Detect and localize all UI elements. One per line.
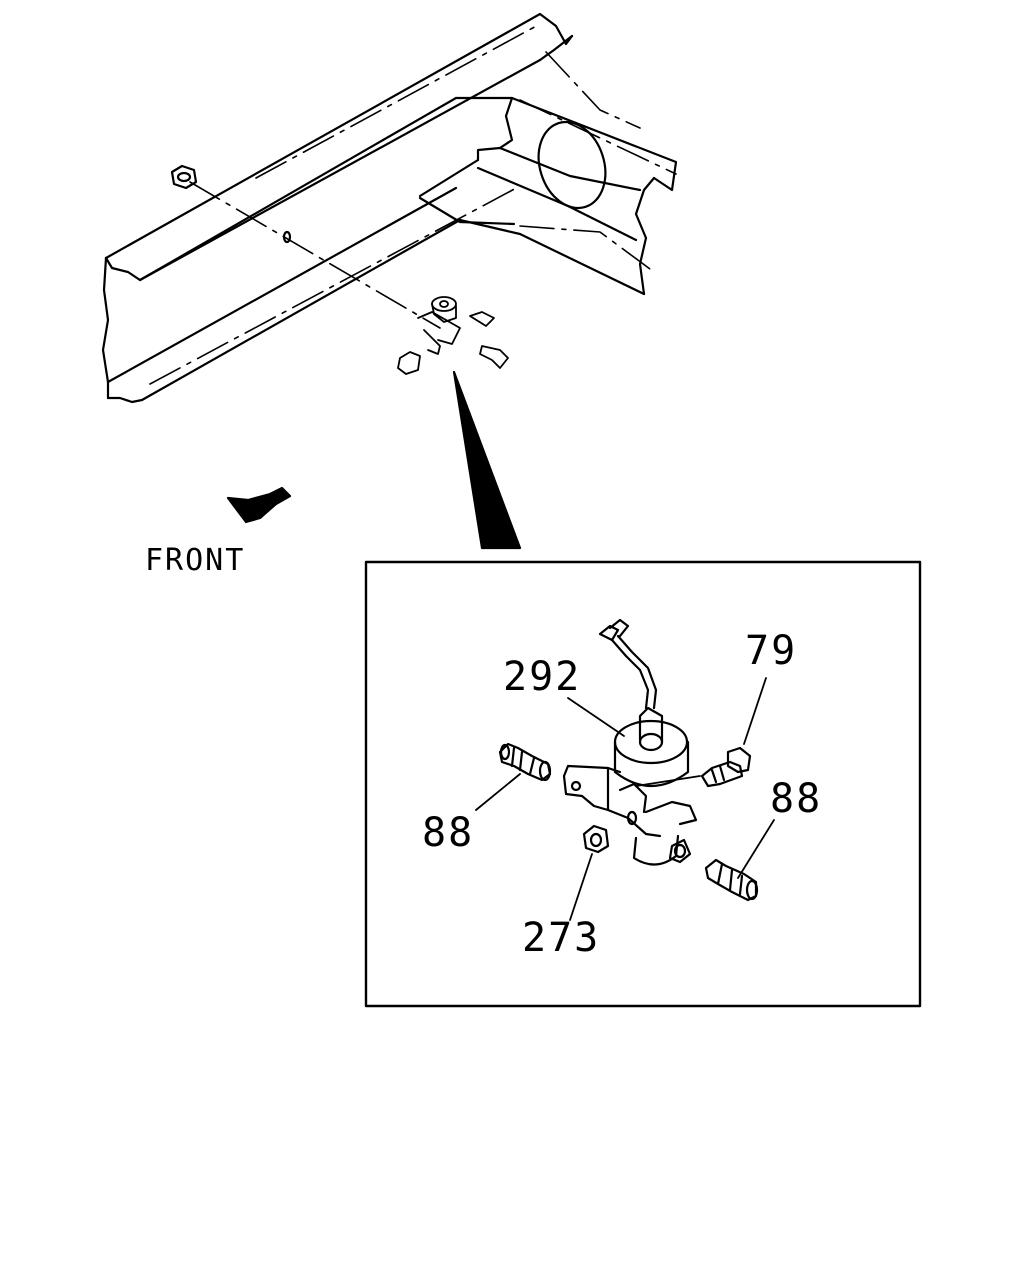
callout-292: 292 (503, 654, 582, 700)
callout-273: 273 (522, 915, 601, 961)
callout-88-right: 88 (770, 776, 823, 822)
nut (582, 824, 610, 854)
centerlines (149, 23, 677, 385)
overview-nut-icon (170, 164, 198, 190)
fitting-right (668, 838, 759, 902)
bolt (700, 746, 752, 788)
leader-lines (475, 677, 775, 921)
detail-pointer (452, 370, 522, 550)
frame-hole-icon (282, 230, 292, 244)
overview-valve-icon (397, 296, 509, 375)
solenoid-valve (562, 618, 698, 866)
detail-box (364, 560, 922, 1008)
callout-79: 79 (745, 628, 798, 674)
front-arrow-icon (226, 486, 292, 524)
callout-88-left: 88 (422, 810, 475, 856)
front-direction-label: FRONT (145, 543, 246, 578)
frame-rail (101, 12, 678, 404)
fitting-left (498, 742, 552, 782)
